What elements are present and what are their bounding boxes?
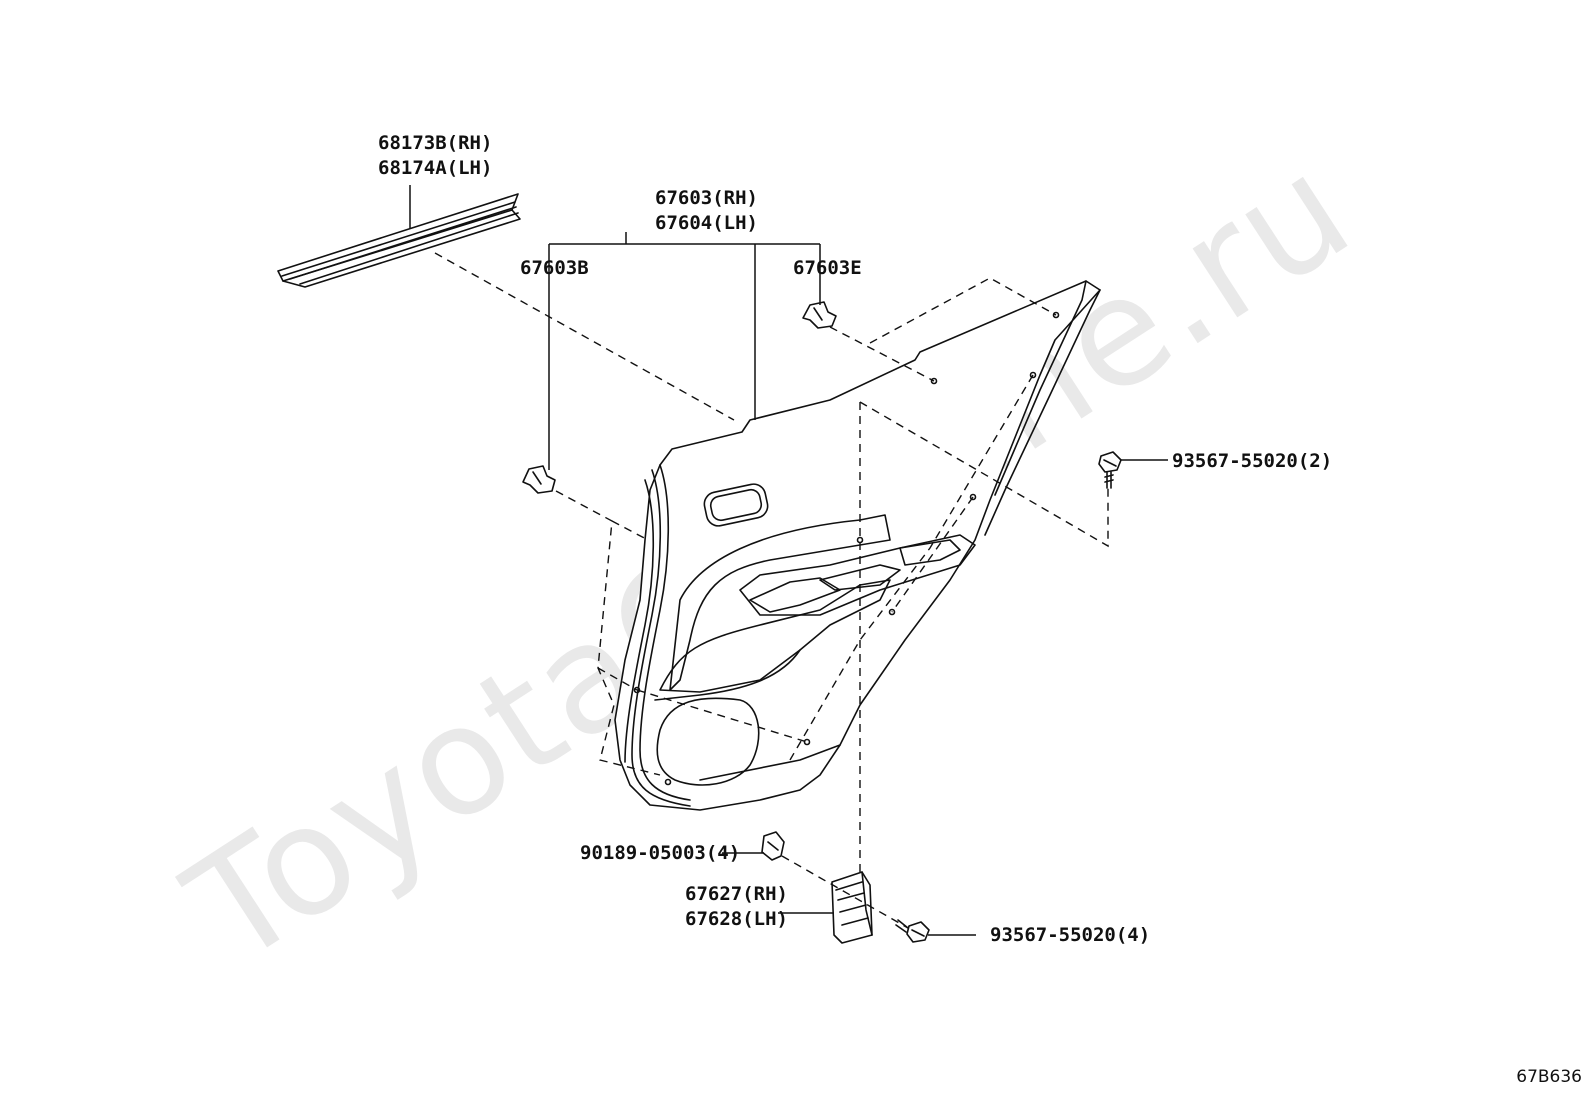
diagram-code: 67B636: [1516, 1067, 1582, 1087]
door-trim-board: [614, 280, 1101, 811]
assembly-lines: [434, 252, 1109, 929]
clip-67603e: [802, 301, 837, 329]
push-nut: [761, 831, 785, 861]
label-screw-2: 93567-55020(2): [1172, 450, 1333, 472]
bracket-part: [831, 871, 873, 944]
label-board-lh: 67604(LH): [655, 212, 758, 234]
leader-lines: [409, 185, 1168, 936]
screw-lower: [895, 919, 930, 943]
label-weatherstrip-rh: 68173B(RH): [378, 132, 493, 154]
label-nut-4: 90189-05003(4): [580, 842, 741, 864]
label-weatherstrip: 68173B(RH) 68174A(LH): [378, 131, 492, 181]
label-screw-4: 93567-55020(4): [990, 924, 1151, 946]
screw-upper: [1098, 451, 1122, 489]
label-clip-e: 67603E: [793, 257, 862, 279]
weatherstrip-part: [277, 193, 521, 288]
label-board-rh: 67603(RH): [655, 187, 758, 209]
label-board: 67603(RH) 67604(LH): [655, 186, 758, 236]
label-clip-b: 67603B: [520, 257, 589, 279]
label-bracket: 67627(RH) 67628(LH): [685, 882, 788, 932]
clip-67603b: [522, 465, 556, 494]
label-bracket-lh: 67628(LH): [685, 908, 788, 930]
label-bracket-rh: 67627(RH): [685, 883, 788, 905]
label-weatherstrip-lh: 68174A(LH): [378, 157, 493, 179]
